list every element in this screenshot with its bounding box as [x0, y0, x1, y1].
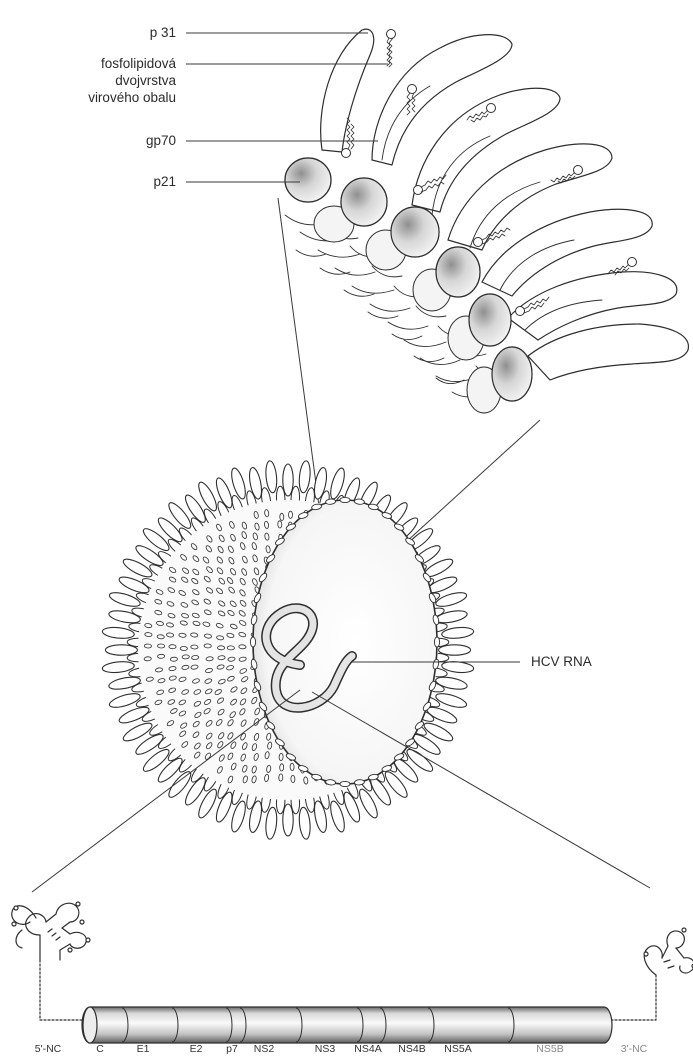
- rim-protein: [250, 637, 255, 647]
- label-p21: p21: [153, 174, 300, 189]
- region-label-e1: E1: [137, 1043, 150, 1055]
- surface-spike: [283, 464, 293, 496]
- surface-spike: [105, 645, 137, 655]
- region-label-ns3: NS3: [315, 1043, 336, 1055]
- region-label-5nc: 5'-NC: [35, 1043, 62, 1055]
- surface-spike: [108, 590, 142, 609]
- hcv-virion: [102, 460, 474, 839]
- label-hcv-rna-text: HCV RNA: [531, 654, 592, 669]
- genome-map: 5'-NC C E1 E2 p7 NS2 NS3 NS4A NS4B NS5A …: [12, 902, 693, 1055]
- rim-protein: [340, 497, 350, 502]
- label-gp70-text: gp70: [146, 133, 176, 148]
- phospholipid: [467, 104, 496, 123]
- genome-cylinder-end-cap: [83, 1007, 97, 1043]
- region-label-3nc: 3'-NC: [621, 1043, 648, 1055]
- surface-spike: [229, 800, 248, 834]
- label-phospholipid-line1: fosfolipidová: [101, 56, 177, 71]
- surface-spike: [229, 467, 248, 501]
- genome-region-labels: 5'-NC C E1 E2 p7 NS2 NS3 NS4A NS4B NS5A …: [35, 1043, 648, 1055]
- surface-spike: [328, 800, 347, 834]
- surface-spike: [434, 691, 468, 710]
- region-label-c: C: [96, 1043, 104, 1055]
- region-label-ns5a: NS5A: [444, 1043, 471, 1055]
- genome-cylinder: [82, 1007, 612, 1043]
- rim-protein: [434, 637, 439, 647]
- region-label-ns4b: NS4B: [398, 1043, 425, 1055]
- envelope-detail: [285, 29, 688, 413]
- phospholipid: [551, 166, 583, 184]
- surface-spike: [439, 645, 471, 655]
- p21-spheres: [285, 158, 532, 413]
- rim-protein: [325, 499, 335, 505]
- label-phospholipid-line2: dvojvrstva: [115, 73, 176, 88]
- petal: [321, 29, 374, 152]
- rim-protein: [325, 779, 335, 785]
- label-phospholipid: fosfolipidová dvojvrstva virového obalu: [88, 56, 388, 105]
- rim-protein: [354, 779, 364, 785]
- three-prime-stem-loop: [608, 928, 693, 1020]
- petal: [508, 272, 677, 340]
- rim-protein: [354, 499, 364, 505]
- label-p31-text: p 31: [150, 25, 176, 40]
- petal: [528, 324, 688, 380]
- region-label-p7: p7: [226, 1043, 238, 1055]
- surface-spike: [283, 804, 293, 836]
- region-label-ns5b: NS5B: [536, 1043, 563, 1055]
- region-label-ns2: NS2: [254, 1043, 275, 1055]
- surface-spike: [328, 467, 347, 501]
- five-prime-stem-loop: [12, 902, 90, 1020]
- phospholipid: [342, 118, 355, 158]
- surface-spike: [434, 590, 468, 609]
- phospholipid: [516, 297, 550, 316]
- phospholipid: [387, 30, 396, 68]
- label-p21-text: p21: [153, 174, 176, 189]
- label-p31: p 31: [150, 25, 368, 40]
- petal: [412, 88, 560, 212]
- surface-spike: [108, 691, 142, 710]
- label-phospholipid-line3: virového obalu: [88, 90, 176, 105]
- rim-protein: [340, 781, 350, 786]
- region-label-ns4a: NS4A: [354, 1043, 381, 1055]
- phospholipid: [474, 228, 511, 247]
- petal: [372, 35, 512, 165]
- region-label-e2: E2: [190, 1043, 203, 1055]
